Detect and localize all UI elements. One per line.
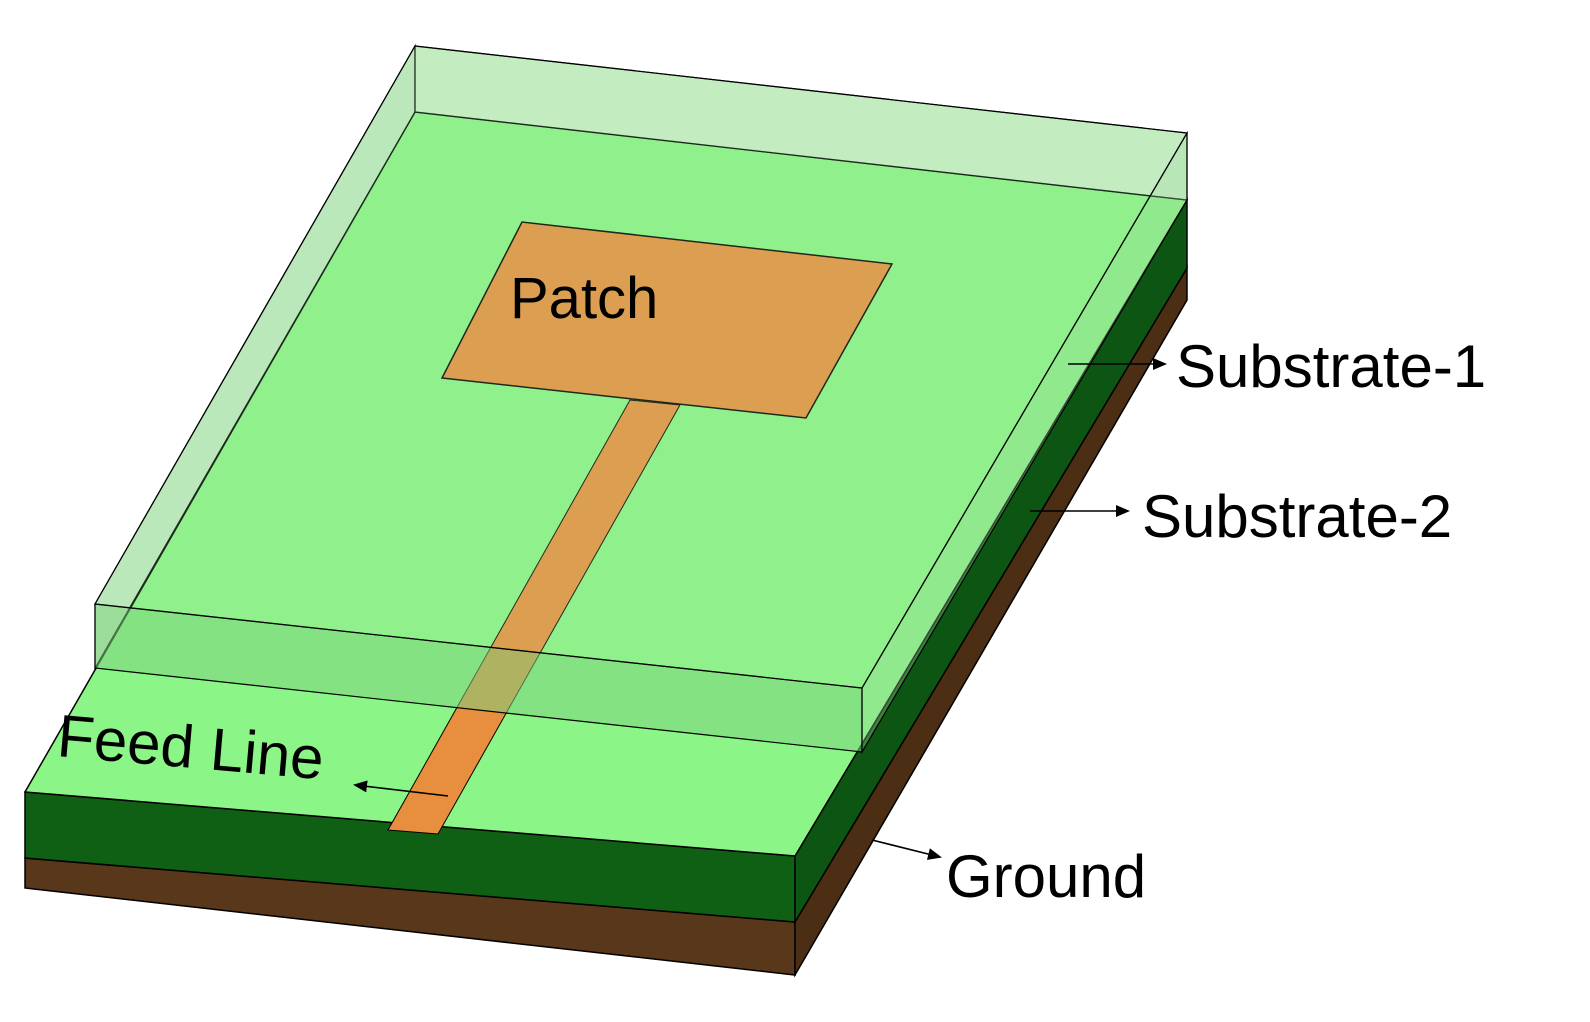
patch-label: Patch: [510, 266, 658, 331]
patch: [440, 221, 894, 419]
substrate-2-label: Substrate-2: [1142, 483, 1452, 550]
ground-arrow: [871, 839, 942, 860]
substrate-1-top-face: [94, 45, 1188, 689]
feed-line-arrow: [353, 780, 449, 797]
feed-line: [387, 399, 681, 835]
substrate-1-label: Substrate-1: [1176, 333, 1486, 400]
substrate-1-layer: [94, 43, 1188, 755]
ground-label: Ground: [946, 843, 1146, 910]
patch-group: [440, 221, 894, 419]
